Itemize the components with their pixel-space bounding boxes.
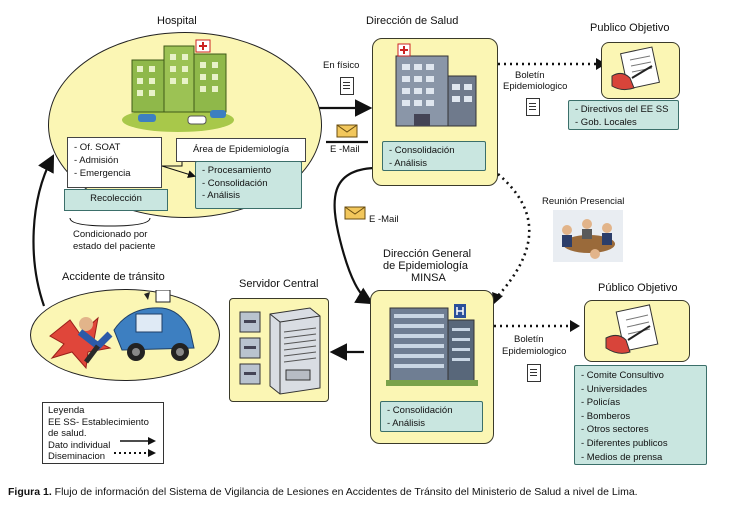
email-label-1: E -Mail: [330, 144, 360, 155]
epi-area-item: - Consolidación: [202, 177, 268, 189]
meeting-icon: [553, 210, 623, 262]
hospital-title: Hospital: [157, 15, 197, 27]
dge-item: - Consolidación: [387, 405, 453, 416]
dge-title-line1: Dirección General: [383, 248, 472, 260]
epi-area-item: - Procesamiento: [202, 165, 272, 176]
publico-2-item: - Universidades: [581, 383, 647, 395]
accident-icon: [40, 290, 208, 376]
dge-title-line2: de Epidemiología: [383, 260, 469, 272]
caption-text: Flujo de información del Sistema de Vigi…: [51, 486, 638, 498]
condition-note-line1: Condicionado por: [73, 229, 148, 240]
minsa-building-icon: [382, 296, 482, 392]
collection-box: Recolección: [64, 189, 168, 211]
reunion-label: Reunión Presencial: [542, 196, 625, 207]
publico-objetivo-1-title: Publico Objetivo: [590, 22, 670, 34]
arrow-direccion-to-dge: [333, 166, 375, 305]
document-icon: [526, 98, 540, 116]
condition-note-line2: estado del paciente: [73, 241, 156, 252]
arrow-accident-to-hospital: [32, 154, 55, 307]
intake-item: - Admisión: [74, 155, 119, 166]
publico-objetivo-2-list: - Comite Consultivo - Universidades - Po…: [574, 365, 707, 465]
legend-line1: EE SS- Establecimiento: [48, 416, 149, 428]
epi-area-item: - Análisis: [202, 190, 241, 201]
publico-2-item: - Bomberos: [581, 410, 631, 422]
intake-item: - Of. SOAT: [74, 142, 121, 153]
boletin-1-line2: Epidemiologico: [503, 81, 568, 92]
dge-title-line3: MINSA: [411, 272, 446, 284]
publico-2-item: - Comite Consultivo: [581, 370, 664, 381]
boletin-1-line1: Boletín: [515, 70, 545, 81]
accident-title: Accidente de tránsito: [62, 271, 165, 283]
direccion-salud-item: - Análisis: [389, 157, 428, 169]
dge-tasks: - Consolidación - Análisis: [380, 401, 483, 432]
publico-2-item: - Otros sectores: [581, 424, 649, 436]
legend-title: Leyenda: [48, 405, 85, 416]
legend-line2: de salud.: [48, 428, 87, 439]
publico-1-item: - Gob. Locales: [575, 116, 637, 128]
publico-objetivo-2-title: Público Objetivo: [598, 282, 678, 294]
document-icon: [527, 364, 541, 382]
condition-bracket: [69, 217, 151, 227]
document-icon: [340, 77, 354, 95]
hospital-building-icon: [118, 38, 238, 133]
legend-dato-individual: Dato individual: [48, 439, 111, 451]
direccion-salud-tasks: - Consolidación - Análisis: [382, 141, 486, 171]
legend-diseminacion: Diseminacion: [48, 451, 106, 462]
publico-2-item: - Medios de prensa: [581, 451, 663, 463]
direccion-salud-title: Dirección de Salud: [366, 15, 459, 27]
figure-caption: Figura 1. Flujo de información del Siste…: [8, 486, 723, 498]
legend-box: Leyenda EE SS- Establecimiento de salud.…: [42, 402, 164, 464]
publico-objetivo-1-list: - Directivos del EE SS - Gob. Locales: [568, 100, 679, 130]
publico-1-item: - Directivos del EE SS: [575, 104, 669, 115]
health-office-building-icon: [384, 42, 484, 132]
epi-area-title-box: Área de Epidemiología: [176, 138, 306, 162]
epi-area-tasks: - Procesamiento - Consolidación - Anális…: [195, 161, 302, 209]
server-title: Servidor Central: [239, 278, 319, 290]
direccion-salud-item: - Consolidación: [389, 145, 455, 156]
caption-label: Figura 1.: [8, 486, 52, 498]
boletin-2-line2: Epidemiologico: [502, 346, 567, 357]
publico-2-item: - Diferentes publicos: [581, 437, 668, 449]
email-label-2: E -Mail: [369, 214, 399, 225]
boletin-2-line1: Boletín: [514, 334, 544, 345]
epi-area-title: Área de Epidemiología: [192, 144, 290, 155]
dissemination-direccion-to-dge: [495, 173, 531, 299]
envelope-icon: [336, 124, 358, 138]
signing-hand-icon: [606, 44, 672, 94]
publico-2-item: - Policías: [581, 397, 621, 409]
server-rack-icon: [234, 302, 324, 396]
intake-list: - Of. SOAT - Admisión - Emergencia: [67, 137, 162, 188]
signing-hand-icon: [600, 302, 672, 358]
en-fisico-label: En físico: [323, 60, 360, 71]
intake-item: - Emergencia: [74, 168, 131, 179]
envelope-icon: [344, 206, 366, 220]
dge-item: - Análisis: [387, 417, 426, 429]
